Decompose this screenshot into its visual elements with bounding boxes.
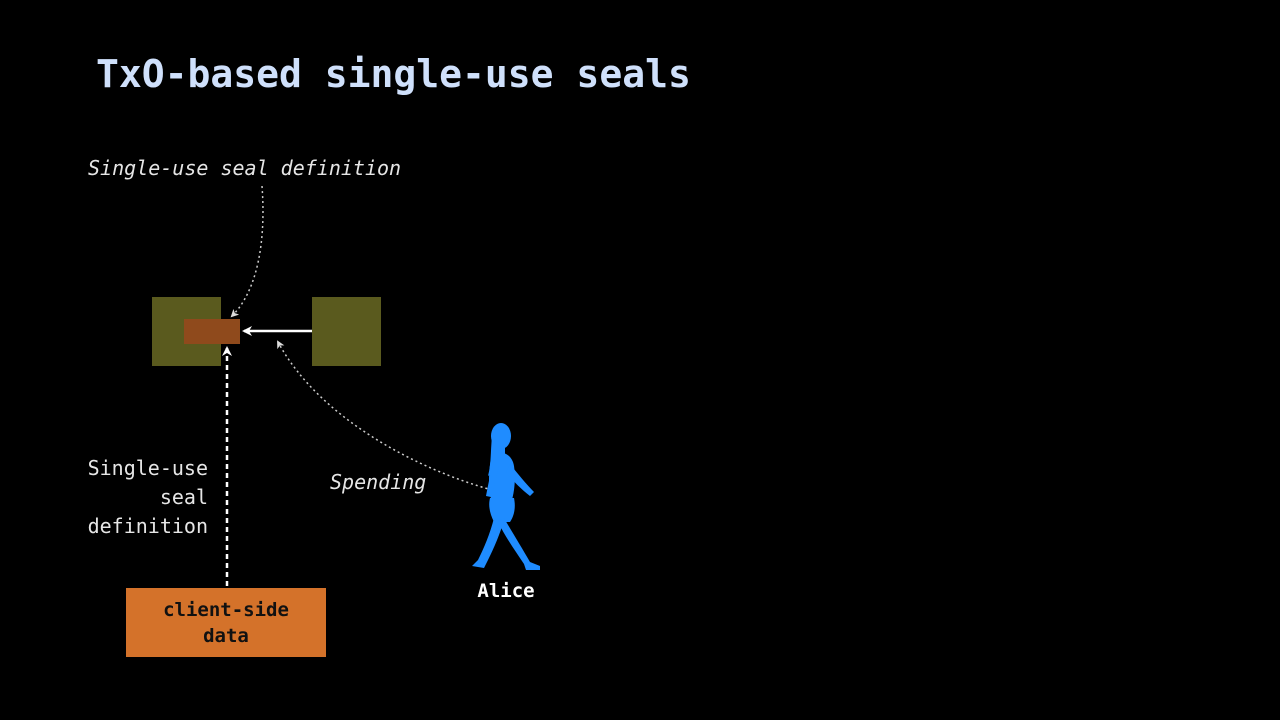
seal-output bbox=[184, 319, 240, 344]
walking-woman-icon bbox=[472, 423, 540, 570]
client-data-line-1: client-side bbox=[163, 598, 289, 621]
spending-label: Spending bbox=[330, 470, 427, 494]
seal-definition-label-left: Single-use seal definition bbox=[60, 454, 208, 541]
seal-definition-line-3: definition bbox=[87, 514, 208, 538]
seal-definition-pointer-top bbox=[230, 185, 264, 318]
transaction-box-right bbox=[312, 297, 381, 366]
client-side-data-box: client-side data bbox=[126, 588, 326, 657]
slide-title: TxO-based single-use seals bbox=[96, 52, 691, 96]
spending-pointer bbox=[277, 340, 493, 491]
alice-label: Alice bbox=[477, 580, 535, 602]
seal-definition-line-1: Single-use bbox=[87, 456, 208, 480]
seal-definition-line-2: seal bbox=[159, 485, 208, 509]
client-data-line-2: data bbox=[203, 624, 249, 647]
seal-definition-label-top: Single-use seal definition bbox=[88, 156, 402, 180]
